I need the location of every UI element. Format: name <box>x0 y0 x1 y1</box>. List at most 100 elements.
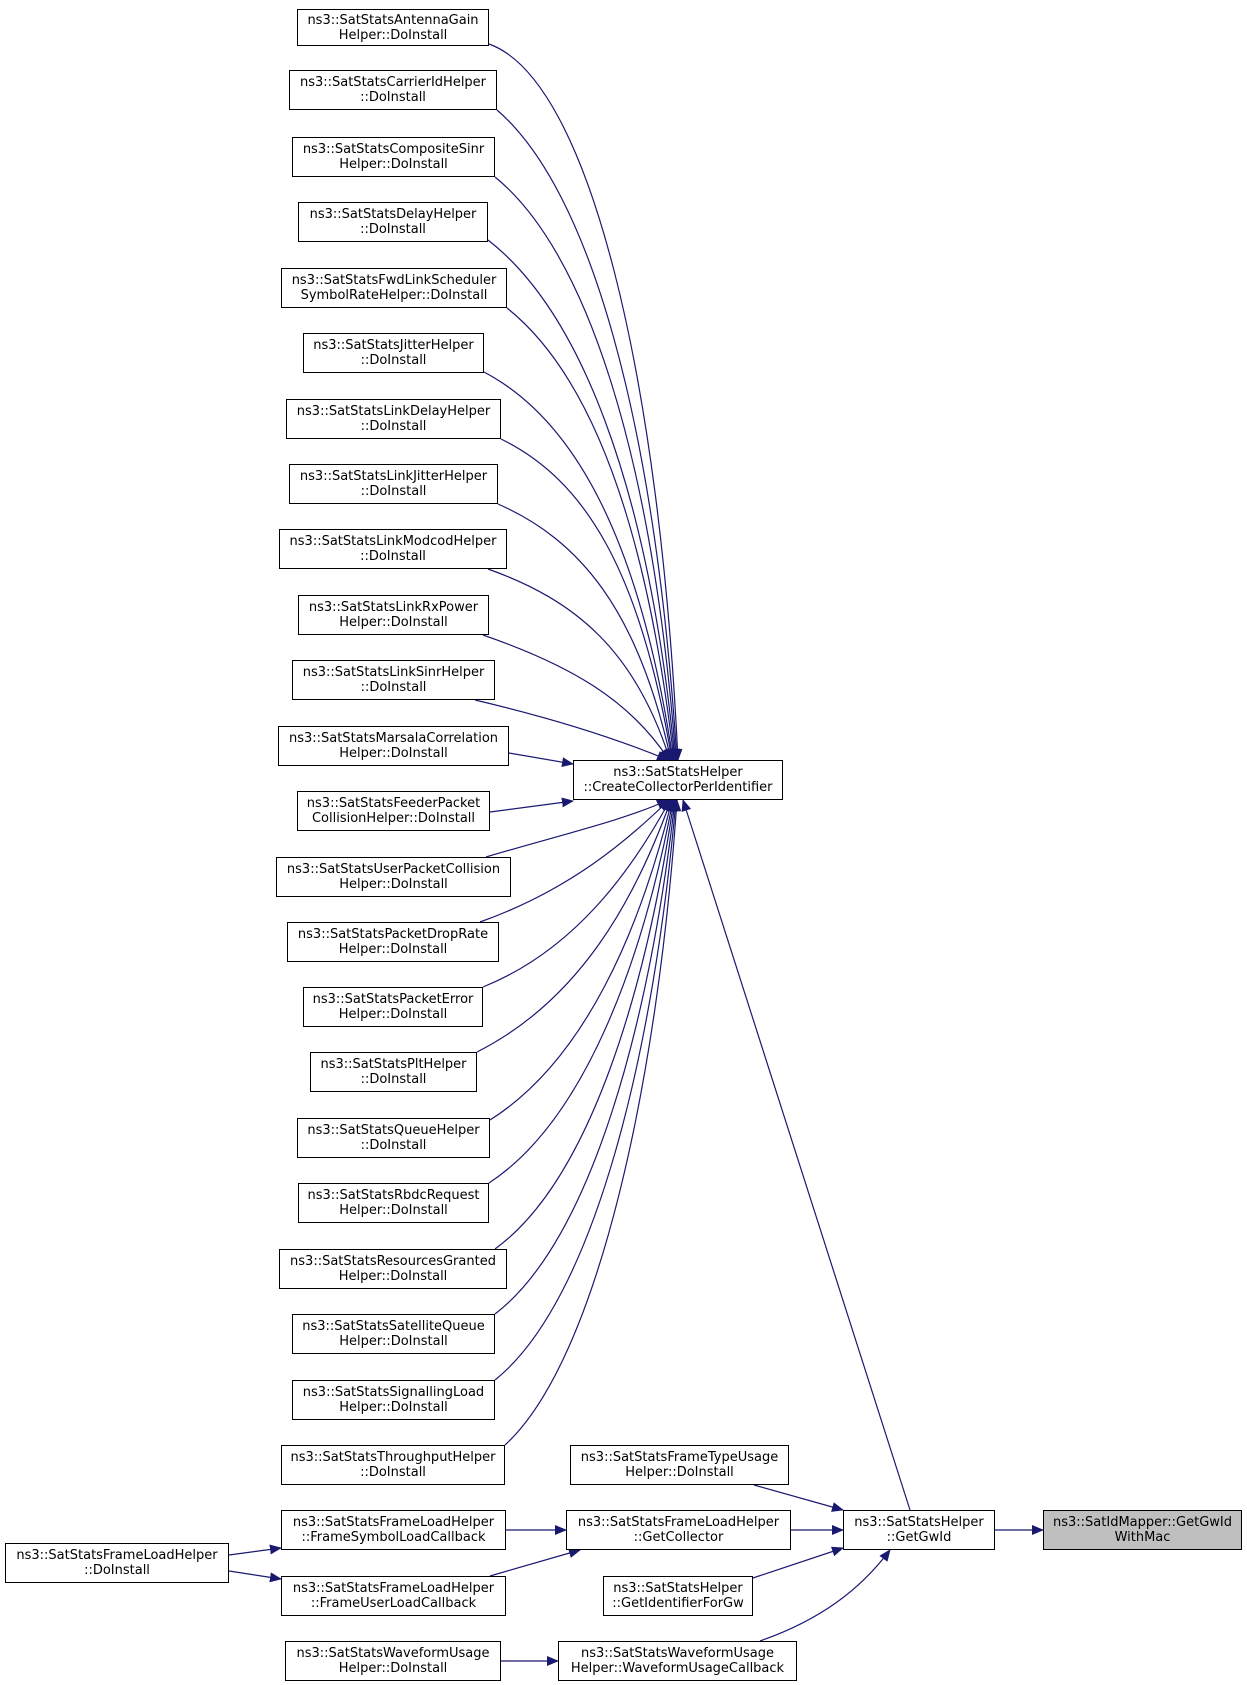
node-label-line: ns3::SatStatsSatelliteQueue <box>302 1319 485 1334</box>
node-waveform-usage-callback[interactable]: ns3::SatStatsWaveformUsage Helper::Wavef… <box>558 1641 797 1681</box>
node-label-line: ::GetIdentifierForGw <box>612 1596 744 1611</box>
edge-linksinr-to-ccpi <box>474 699 669 761</box>
node-link-jitter-doinstall[interactable]: ns3::SatStatsLinkJitterHelper ::DoInstal… <box>289 464 498 504</box>
edge-getidgw-to-getgwid <box>752 1546 844 1579</box>
node-label-line: ns3::SatStatsFrameLoadHelper <box>292 1515 495 1530</box>
node-label-line: Helper::DoInstall <box>338 27 448 43</box>
node-create-collector-per-identifier[interactable]: ns3::SatStatsHelper ::CreateCollectorPer… <box>573 760 783 800</box>
node-label-line: ns3::SatStatsJitterHelper <box>313 338 474 353</box>
node-label-line: CollisionHelper::DoInstall <box>311 811 476 826</box>
node-label-line: Helper::DoInstall <box>339 877 448 892</box>
edge-fluser-to-flgetcol <box>489 1548 581 1577</box>
node-label-line: ns3::SatStatsFrameLoadHelper <box>16 1548 218 1563</box>
node-label-line: ns3::SatStatsPacketDropRate <box>297 927 489 942</box>
node-link-sinr-doinstall[interactable]: ns3::SatStatsLinkSinrHelper ::DoInstall <box>292 660 495 700</box>
node-label-line: Helper::DoInstall <box>338 1007 448 1022</box>
node-label-line: ::DoInstall <box>360 1465 426 1480</box>
node-get-gw-id[interactable]: ns3::SatStatsHelper ::GetGwId <box>843 1510 995 1550</box>
node-label-line: ns3::SatStatsPacketError <box>312 992 474 1007</box>
node-label-line: Helper::DoInstall <box>339 1203 448 1218</box>
node-label-line: ns3::SatStatsQueueHelper <box>307 1123 480 1138</box>
node-packet-error-doinstall[interactable]: ns3::SatStatsPacketError Helper::DoInsta… <box>303 987 483 1027</box>
edge-composite-to-ccpi <box>494 176 681 761</box>
edge-plt-to-ccpi <box>476 799 672 1053</box>
node-label-line: ns3::SatStatsSignallingLoad <box>302 1385 485 1400</box>
node-composite-sinr-doinstall[interactable]: ns3::SatStatsCompositeSinr Helper::DoIns… <box>292 137 495 177</box>
node-label-line: Helper::WaveformUsageCallback <box>570 1661 785 1676</box>
node-label-line: ns3::SatStatsThroughputHelper <box>290 1450 496 1465</box>
edge-linkmodcod-to-ccpi <box>487 568 672 761</box>
node-frame-load-get-collector[interactable]: ns3::SatStatsFrameLoadHelper ::GetCollec… <box>566 1510 791 1550</box>
node-label-line: Helper::DoInstall <box>339 1334 448 1349</box>
node-marsala-correlation-doinstall[interactable]: ns3::SatStatsMarsalaCorrelation Helper::… <box>278 726 509 766</box>
node-throughput-doinstall[interactable]: ns3::SatStatsThroughputHelper ::DoInstal… <box>281 1445 505 1485</box>
node-label-line: ns3::SatStatsHelper <box>613 765 743 780</box>
node-label-line: ::FrameSymbolLoadCallback <box>301 1530 486 1545</box>
edge-rbdc-to-ccpi <box>488 799 676 1184</box>
node-label-line: ::DoInstall <box>360 484 427 499</box>
node-queue-doinstall[interactable]: ns3::SatStatsQueueHelper ::DoInstall <box>297 1118 490 1158</box>
edge-queue-to-ccpi <box>489 799 675 1121</box>
node-label-line: ::DoInstall <box>360 1072 427 1087</box>
node-label-line: ns3::SatStatsLinkSinrHelper <box>302 665 485 680</box>
node-label-line: ns3::SatStatsPltHelper <box>320 1057 467 1072</box>
node-frame-user-load-callback[interactable]: ns3::SatStatsFrameLoadHelper ::FrameUser… <box>281 1576 506 1616</box>
node-label-line: ns3::SatStatsCompositeSinr <box>302 142 485 157</box>
node-label-line: ns3::SatStatsWaveformUsage <box>580 1646 775 1661</box>
node-resources-granted-doinstall[interactable]: ns3::SatStatsResourcesGranted Helper::Do… <box>279 1249 507 1289</box>
node-label-line: ns3::SatStatsHelper <box>854 1515 984 1530</box>
node-label-line: ::DoInstall <box>360 90 426 105</box>
node-plt-doinstall[interactable]: ns3::SatStatsPltHelper ::DoInstall <box>310 1052 477 1092</box>
edge-pktdrop-to-ccpi <box>479 799 670 923</box>
node-frame-load-doinstall[interactable]: ns3::SatStatsFrameLoadHelper ::DoInstall <box>5 1543 229 1583</box>
node-user-packet-collision-doinstall[interactable]: ns3::SatStatsUserPacketCollision Helper:… <box>276 857 511 897</box>
node-label-line: ns3::SatStatsLinkModcodHelper <box>289 534 497 549</box>
edge-sigload-to-ccpi <box>494 799 681 1381</box>
node-label-line: ::GetCollector <box>633 1530 724 1545</box>
node-link-modcod-doinstall[interactable]: ns3::SatStatsLinkModcodHelper ::DoInstal… <box>279 529 507 569</box>
node-label-line: Helper::DoInstall <box>339 746 448 761</box>
node-label-line: ns3::SatStatsFrameLoadHelper <box>577 1515 780 1530</box>
node-link-rx-power-doinstall[interactable]: ns3::SatStatsLinkRxPower Helper::DoInsta… <box>298 595 489 635</box>
node-label-line: ns3::SatStatsUserPacketCollision <box>286 862 501 877</box>
node-delay-doinstall[interactable]: ns3::SatStatsDelayHelper ::DoInstall <box>298 202 488 242</box>
edge-feeder-to-ccpi <box>489 797 574 813</box>
node-label-line: ns3::SatStatsMarsalaCorrelation <box>288 731 499 746</box>
node-label-line: ::CreateCollectorPerIdentifier <box>583 780 773 795</box>
node-antenna-gain-doinstall[interactable]: ns3::SatStatsAntennaGain Helper::DoInsta… <box>297 9 489 46</box>
node-label-line: ns3::SatStatsRbdcRequest <box>307 1188 480 1203</box>
node-label-line: ::DoInstall <box>360 680 427 695</box>
node-label-line: Helper::DoInstall <box>338 1269 448 1284</box>
edge-pkterr-to-ccpi <box>482 799 671 988</box>
node-frame-symbol-load-callback[interactable]: ns3::SatStatsFrameLoadHelper ::FrameSymb… <box>281 1510 506 1550</box>
node-label-line: ::GetGwId <box>886 1530 952 1545</box>
node-satellite-queue-doinstall[interactable]: ns3::SatStatsSatelliteQueue Helper::DoIn… <box>292 1314 495 1354</box>
node-fwdlink-scheduler-doinstall[interactable]: ns3::SatStatsFwdLinkScheduler SymbolRate… <box>281 268 507 308</box>
node-signalling-load-doinstall[interactable]: ns3::SatStatsSignallingLoad Helper::DoIn… <box>292 1380 495 1420</box>
node-label-line: ::DoInstall <box>360 222 426 237</box>
edge-throughput-to-ccpi <box>504 799 682 1446</box>
edge-linkdelay-to-ccpi <box>500 438 676 761</box>
edge-resgrant-to-ccpi <box>494 799 678 1250</box>
node-link-delay-doinstall[interactable]: ns3::SatStatsLinkDelayHelper ::DoInstall <box>286 399 501 439</box>
node-label-line: ns3::SatStatsDelayHelper <box>309 207 477 222</box>
node-get-identifier-for-gw[interactable]: ns3::SatStatsHelper ::GetIdentifierForGw <box>603 1576 753 1616</box>
node-label-line: ns3::SatStatsLinkJitterHelper <box>299 469 488 484</box>
node-carrier-id-doinstall[interactable]: ns3::SatStatsCarrierIdHelper ::DoInstall <box>289 70 497 110</box>
node-label-line: ns3::SatStatsAntennaGain <box>307 12 479 28</box>
node-feeder-packet-collision-doinstall[interactable]: ns3::SatStatsFeederPacket CollisionHelpe… <box>297 791 490 831</box>
edge-jitter-to-ccpi <box>483 371 677 761</box>
node-label-line: Helper::DoInstall <box>339 1400 448 1415</box>
node-waveform-usage-doinstall[interactable]: ns3::SatStatsWaveformUsage Helper::DoIns… <box>285 1641 501 1681</box>
edge-fldoinst-to-fluser <box>228 1570 282 1583</box>
edge-marsala-to-ccpi <box>508 752 574 768</box>
node-label-line: Helper::DoInstall <box>339 615 448 630</box>
edge-getgwid-to-ccpi <box>681 799 911 1511</box>
node-label-line: ::DoInstall <box>360 419 427 434</box>
node-rbdc-request-doinstall[interactable]: ns3::SatStatsRbdcRequest Helper::DoInsta… <box>298 1183 489 1223</box>
node-packet-drop-rate-doinstall[interactable]: ns3::SatStatsPacketDropRate Helper::DoIn… <box>287 922 499 962</box>
node-label-line: WithMac <box>1114 1530 1171 1545</box>
node-jitter-doinstall[interactable]: ns3::SatStatsJitterHelper ::DoInstall <box>303 333 484 373</box>
node-frame-type-usage-doinstall[interactable]: ns3::SatStatsFrameTypeUsage Helper::DoIn… <box>570 1445 789 1485</box>
node-label-line: ns3::SatIdMapper::GetGwId <box>1053 1515 1232 1530</box>
